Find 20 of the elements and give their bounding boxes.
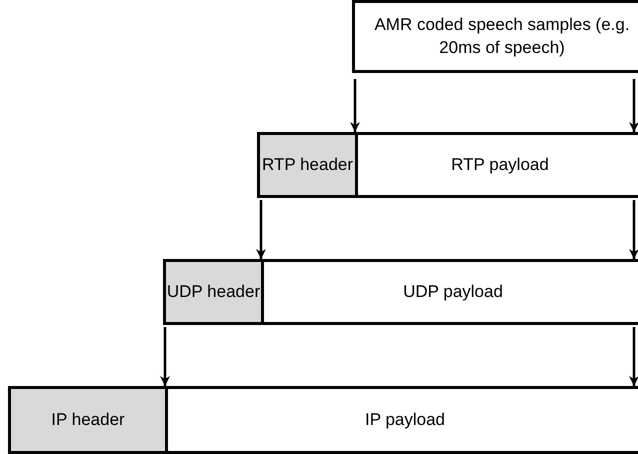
box-label: RTP payload (451, 154, 549, 176)
payload-field-box (165, 386, 638, 454)
arrow (350, 79, 360, 132)
box-label: UDP payload (403, 280, 503, 303)
box-label: IP header (51, 408, 125, 431)
box-label: RTP header (262, 154, 354, 176)
header-field-box (257, 132, 358, 198)
box-label: IP payload (364, 408, 446, 431)
arrow (160, 327, 170, 386)
box-label: AMR coded speech samples (e.g. 20ms of speech) (373, 14, 631, 58)
data-box (352, 0, 638, 73)
payload-field-box (355, 132, 638, 198)
arrow (629, 327, 638, 386)
header-field-box (163, 259, 264, 325)
arrow (629, 200, 638, 259)
payload-field-box (261, 259, 638, 325)
arrow (256, 200, 266, 259)
header-field-box (8, 386, 168, 454)
box-label: UDP header (166, 280, 260, 303)
arrow (629, 79, 638, 132)
